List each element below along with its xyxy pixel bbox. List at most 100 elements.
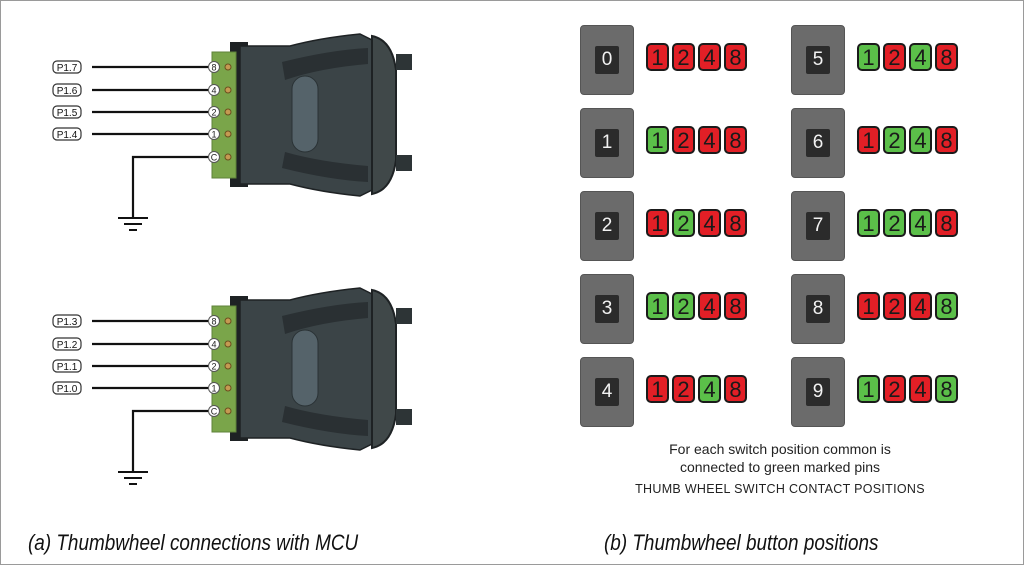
pin-label-circle <box>208 61 220 73</box>
thumbwheel-position-5: 5 <box>791 25 845 95</box>
port-label-box <box>52 314 82 328</box>
wheel-digit: 6 <box>806 129 830 157</box>
contact-pin-8: 8 <box>724 375 747 403</box>
contact-pin-1: 1 <box>857 126 880 154</box>
grip-bottom <box>282 406 368 436</box>
body-cap <box>371 34 397 196</box>
window-slot <box>291 329 319 407</box>
port-label-P1-0: P1.0 <box>52 381 82 395</box>
grip-bottom <box>282 152 368 182</box>
terminal-pin <box>224 130 232 138</box>
pin-label-circle <box>208 128 220 140</box>
thumbwheel-position-0: 0 <box>580 25 634 95</box>
contact-pin-2: 2 <box>672 292 695 320</box>
port-label-P1-1: P1.1 <box>52 359 82 373</box>
ground-icon <box>118 217 148 231</box>
window-slot <box>291 75 319 153</box>
wheel-digit: 1 <box>595 129 619 157</box>
thumbwheel-position-1: 1 <box>580 108 634 178</box>
contact-pin-4: 4 <box>698 126 721 154</box>
port-label-text: P1.2 <box>57 340 78 351</box>
port-label-text: P1.1 <box>57 362 78 373</box>
terminal-pin <box>224 407 232 415</box>
wheel-digit: 9 <box>806 378 830 406</box>
contact-pin-1: 1 <box>857 292 880 320</box>
port-label-box <box>52 105 82 119</box>
contact-pin-8: 8 <box>935 292 958 320</box>
contact-pin-4: 4 <box>698 292 721 320</box>
contact-pin-2: 2 <box>883 375 906 403</box>
pin-label-text: 4 <box>211 340 216 350</box>
contact-pin-4: 4 <box>698 209 721 237</box>
ground-icon <box>118 471 148 485</box>
terminal-pin <box>224 153 232 161</box>
switch-body <box>230 33 412 197</box>
port-label-text: P1.0 <box>57 384 78 395</box>
terminal-pin <box>224 108 232 116</box>
pin-label-circle <box>208 84 220 96</box>
pin-label-circle <box>208 106 220 118</box>
thumbwheel-position-2: 2 <box>580 191 634 261</box>
contact-pin-8: 8 <box>724 126 747 154</box>
mount-tab-bottom <box>396 409 412 425</box>
port-label-P1-4: P1.4 <box>52 127 82 141</box>
wheel-digit: 0 <box>595 46 619 74</box>
contact-pin-1: 1 <box>857 375 880 403</box>
contact-pin-2: 2 <box>672 209 695 237</box>
contact-pin-8: 8 <box>724 43 747 71</box>
port-label-text: P1.6 <box>57 86 78 97</box>
terminal-pin <box>224 340 232 348</box>
wheel-digit: 7 <box>806 212 830 240</box>
contact-pin-8: 8 <box>935 43 958 71</box>
pin-label-text: 8 <box>211 63 216 73</box>
port-label-box <box>52 381 82 395</box>
wheel-digit: 3 <box>595 295 619 323</box>
wheel-digit: 4 <box>595 378 619 406</box>
pin-label-text: 1 <box>211 384 216 394</box>
terminal-pin <box>224 384 232 392</box>
contact-pin-2: 2 <box>883 43 906 71</box>
contact-pin-4: 4 <box>909 126 932 154</box>
contact-pin-4: 4 <box>698 375 721 403</box>
note-text: For each switch position common is conne… <box>580 440 980 476</box>
note-line-2: connected to green marked pins <box>679 459 880 475</box>
switch-body <box>230 287 412 451</box>
port-label-text: P1.5 <box>57 108 78 119</box>
pin-label-text: C <box>211 407 218 417</box>
thumbwheel-position-7: 7 <box>791 191 845 261</box>
contact-pin-4: 4 <box>909 209 932 237</box>
port-label-P1-3: P1.3 <box>52 314 82 328</box>
contact-pin-2: 2 <box>883 209 906 237</box>
contact-pin-1: 1 <box>646 292 669 320</box>
common-wire <box>131 155 208 218</box>
port-label-box <box>52 83 82 97</box>
contact-pin-1: 1 <box>857 43 880 71</box>
common-wire <box>131 409 208 472</box>
grip-top <box>282 48 368 80</box>
pin-label-text: 4 <box>211 86 216 96</box>
port-label-box <box>52 359 82 373</box>
contact-positions-title: THUMB WHEEL SWITCH CONTACT POSITIONS <box>635 482 925 496</box>
port-label-box <box>52 337 82 351</box>
contact-pin-1: 1 <box>646 126 669 154</box>
port-label-text: P1.7 <box>57 63 78 74</box>
pin-label-circle <box>208 382 220 394</box>
contact-pin-1: 1 <box>857 209 880 237</box>
pin-label-text: C <box>211 153 218 163</box>
terminal-pin <box>224 317 232 325</box>
contact-pin-2: 2 <box>672 126 695 154</box>
grip-top <box>282 302 368 334</box>
terminal-pin <box>224 362 232 370</box>
contact-pin-4: 4 <box>909 375 932 403</box>
pin-label-circle <box>208 315 220 327</box>
contact-pin-1: 1 <box>646 209 669 237</box>
contact-pin-8: 8 <box>724 209 747 237</box>
port-label-P1-7: P1.7 <box>52 60 82 74</box>
